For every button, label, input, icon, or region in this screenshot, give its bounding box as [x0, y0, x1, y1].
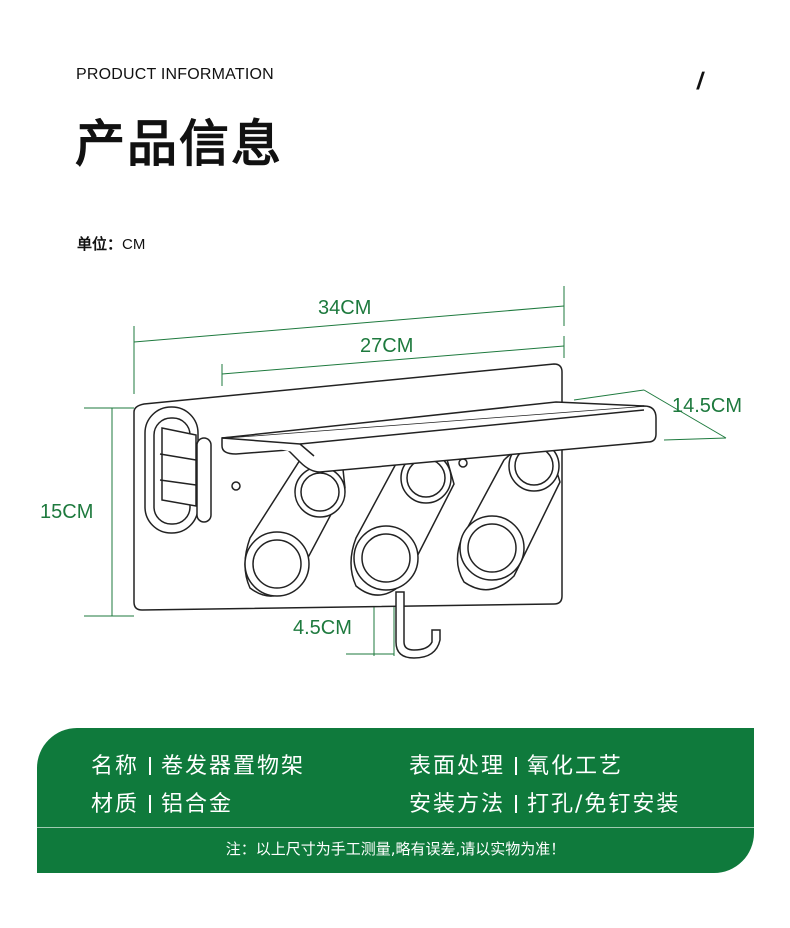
dim-total-width: 34CM: [318, 297, 371, 319]
separator: [515, 757, 518, 775]
page-title: 产品信息: [75, 115, 283, 173]
spec-install-value: 打孔/免钉安装: [527, 792, 681, 817]
rack-illustration: [133, 363, 657, 659]
spec-surface-label: 表面处理: [409, 754, 506, 779]
spec-install: 安装方法打孔/免钉安装: [409, 786, 680, 818]
spec-surface: 表面处理氧化工艺: [409, 748, 623, 780]
unit-label: 单位：: [77, 235, 123, 253]
spec-material-value: 铝合金: [161, 792, 234, 817]
spec-surface-value: 氧化工艺: [527, 754, 624, 779]
spec-name-value: 卷发器置物架: [161, 754, 306, 779]
divider: [37, 827, 754, 828]
slash-mark: /: [695, 68, 706, 95]
separator: [149, 795, 152, 813]
separator: [149, 757, 152, 775]
dim-shelf-width: 27CM: [360, 335, 413, 357]
dim-hook: 4.5CM: [293, 617, 352, 639]
spec-name-label: 名称: [91, 754, 140, 779]
spec-name: 名称卷发器置物架: [91, 748, 305, 780]
english-title: PRODUCT INFORMATION: [76, 66, 274, 83]
product-dimension-diagram: 34CM 27CM 14.5CM 15CM 4.5CM: [40, 286, 742, 659]
unit-value: CM: [122, 236, 146, 253]
separator: [515, 795, 518, 813]
spec-install-label: 安装方法: [409, 792, 506, 817]
dim-depth: 14.5CM: [672, 395, 742, 417]
dim-height: 15CM: [40, 501, 93, 523]
spec-material-label: 材质: [91, 792, 140, 817]
measurement-note: 注：以上尺寸为手工测量,略有误差,请以实物为准！: [225, 840, 566, 858]
spec-panel: 名称卷发器置物架 表面处理氧化工艺 材质铝合金 安装方法打孔/免钉安装 注：以上…: [37, 728, 754, 873]
unit-line: 单位：CM: [77, 233, 145, 254]
spec-material: 材质铝合金: [91, 786, 233, 818]
